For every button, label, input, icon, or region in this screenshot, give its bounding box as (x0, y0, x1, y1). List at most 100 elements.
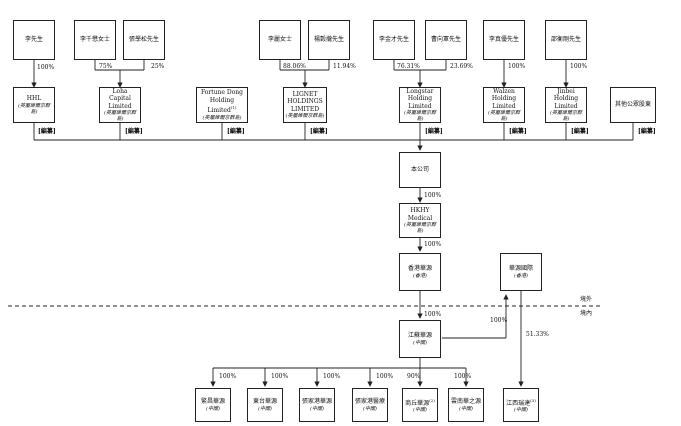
pct-sub-4: 100% (376, 373, 394, 380)
subsidiary-name: 東台華源 (252, 398, 277, 406)
entity-name: 華源國際 (508, 265, 533, 273)
pct-walzen: 100% (508, 63, 526, 70)
holding-longstar: Longstar Holding Limited (英屬維爾京群島) (399, 87, 441, 123)
pct-loha-a: 75% (99, 63, 113, 70)
holding-jurisdiction: (英屬維爾京群島) (202, 114, 242, 121)
company-name: 本公司 (410, 166, 429, 174)
pct-sub-2: 100% (271, 373, 289, 380)
holding-hhl: HHL (英屬維爾京群島) (13, 87, 55, 123)
hk-huayuan-box: 香港華源 (香港) (399, 253, 441, 291)
pct-lignet-a: 88.06% (283, 63, 306, 70)
pct-longstar-a: 76.31% (397, 63, 420, 70)
entity-name: 江蘇華源 (407, 332, 432, 340)
pct-lignet-b: 11.94% (333, 63, 356, 70)
pct-loha-b: 25% (151, 63, 165, 70)
redacted-note: [編纂] (425, 128, 443, 135)
pct-sub-1: 100% (219, 373, 237, 380)
pct-sub-5: 90% (407, 373, 421, 380)
person-li-qianmao: 李千懋女士 (74, 20, 116, 60)
company-box: 本公司 (399, 152, 441, 188)
entity-jurisdiction: (香港) (514, 272, 528, 279)
subsidiary-box: 張家港華源 (中國) (299, 388, 335, 422)
subsidiary-name: 張家港華源 (301, 398, 332, 406)
holding-name: HHL (26, 95, 42, 103)
person-name: 張學松先生 (128, 36, 159, 44)
holding-name: Fortune Dong Holding Limited (200, 89, 244, 115)
hkhy-medical-box: HKHY Medical (英屬維爾京群島) (399, 203, 441, 238)
person-name: 李麗女士 (267, 36, 292, 44)
person-yang-yilong: 楊穀攏先生 (308, 20, 350, 60)
subsidiary-box: 繁昌華源 (中國) (195, 388, 231, 422)
person-zhang-xuesong: 張學松先生 (123, 20, 165, 60)
person-name: 曹向軍先生 (430, 36, 461, 44)
holding-name: 其他公眾股東 (614, 101, 651, 109)
holding-jurisdiction: (英屬維爾京群島) (488, 110, 520, 123)
person-li-jincai: 李金才先生 (373, 20, 415, 60)
pct-li-hhl: 100% (37, 64, 55, 71)
pct-company-hkhy: 100% (424, 192, 442, 199)
subsidiary-box: 張家港醫療 (中國) (352, 388, 388, 422)
pct-sub-3: 100% (323, 373, 341, 380)
subsidiary-box: 東台華源 (中國) (247, 388, 283, 422)
entity-jurisdiction: (香港) (413, 272, 427, 279)
holding-name: LIGNET HOLDINGS LIMITED (287, 90, 323, 113)
pct-hkhy-hkhuayuan: 100% (424, 241, 442, 248)
person-li-zhenan: 李真優先生 (483, 20, 525, 60)
subsidiary-box: 雲南華之源 (中國) (448, 388, 484, 422)
entity-name: 香港華源 (407, 265, 432, 273)
entity-jurisdiction: (中國) (413, 339, 427, 346)
footnote-marker: (2) (429, 397, 435, 403)
subsidiary-jurisdiction: (中國) (206, 405, 220, 412)
holding-loha-capital: Loha Capital Limited (英屬維爾京群島) (99, 87, 141, 123)
redacted-note: [編纂] (571, 128, 589, 135)
subsidiary-name: 雲南華之源 (450, 398, 481, 406)
holding-name: Walzen Holding Limited (491, 87, 517, 110)
person-jia-xianghui: 曹向軍先生 (425, 20, 467, 60)
pct-longstar-b: 23.69% (450, 63, 473, 70)
person-li-yan: 李麗女士 (259, 20, 301, 60)
redacted-note: [編纂] (509, 128, 527, 135)
person-name: 李金才先生 (378, 36, 409, 44)
jiangxi-ruida-box: 江西瑞達(3) (中國) (503, 388, 539, 422)
holding-lignet: LIGNET HOLDINGS LIMITED (英屬維爾京群島) (283, 87, 327, 123)
person-name: 邵衡剛先生 (550, 36, 581, 44)
subsidiary-box: 商丘華源(2) (中國) (402, 388, 438, 422)
subsidiary-name: 張家港醫療 (354, 398, 385, 406)
entity-jurisdiction: (英屬維爾京群島) (404, 222, 436, 234)
onshore-label: 境內 (580, 310, 593, 317)
holding-name: Loha Capital Limited (108, 87, 132, 110)
entity-jurisdiction: (中國) (514, 407, 528, 414)
holding-name: Longstar Holding Limited (406, 87, 434, 110)
redacted-note: [編纂] (38, 128, 56, 135)
person-name: 楊穀攏先生 (313, 36, 344, 44)
subsidiary-jurisdiction: (中國) (258, 405, 272, 412)
jiangsu-huayuan-box: 江蘇華源 (中國) (399, 320, 441, 358)
person-name: 李先生 (24, 36, 43, 44)
subsidiary-name: 商丘華源 (405, 399, 430, 407)
subsidiary-name: 繁昌華源 (200, 398, 225, 406)
subsidiary-jurisdiction: (中國) (413, 407, 427, 414)
pct-sub-6: 100% (454, 373, 472, 380)
redacted-note: [編纂] (227, 128, 245, 135)
holding-public-shareholders: 其他公眾股東 (610, 87, 656, 123)
holding-jurisdiction: (英屬維爾京群島) (104, 110, 136, 123)
person-xing-yinghe: 邵衡剛先生 (545, 20, 587, 60)
holding-jurisdiction: (英屬維爾京群島) (18, 102, 50, 115)
offshore-label: 境外 (580, 296, 593, 303)
holding-jurisdiction: (英屬維爾京群島) (285, 113, 325, 120)
pct-jiangsu-intl: 100% (490, 317, 508, 324)
footnote-marker: (1) (230, 105, 237, 111)
person-name: 李千懋女士 (79, 36, 110, 44)
entity-name: 江西瑞達 (506, 399, 531, 407)
holding-jurisdiction: (英屬維爾京群島) (550, 110, 582, 123)
holding-walzen: Walzen Holding Limited (英屬維爾京群島) (483, 87, 525, 123)
holding-fortune-dong: Fortune Dong Holding Limited(1) (英屬維爾京群島… (196, 87, 248, 123)
holding-jurisdiction: (英屬維爾京群島) (404, 110, 436, 123)
holding-jinbei: Jinbei Holding Limited (英屬維爾京群島) (545, 87, 587, 123)
entity-name: HKHY Medical (407, 207, 433, 222)
redacted-note: [編纂] (310, 128, 328, 135)
subsidiary-jurisdiction: (中國) (459, 405, 473, 412)
footnote-marker: (3) (530, 397, 536, 403)
